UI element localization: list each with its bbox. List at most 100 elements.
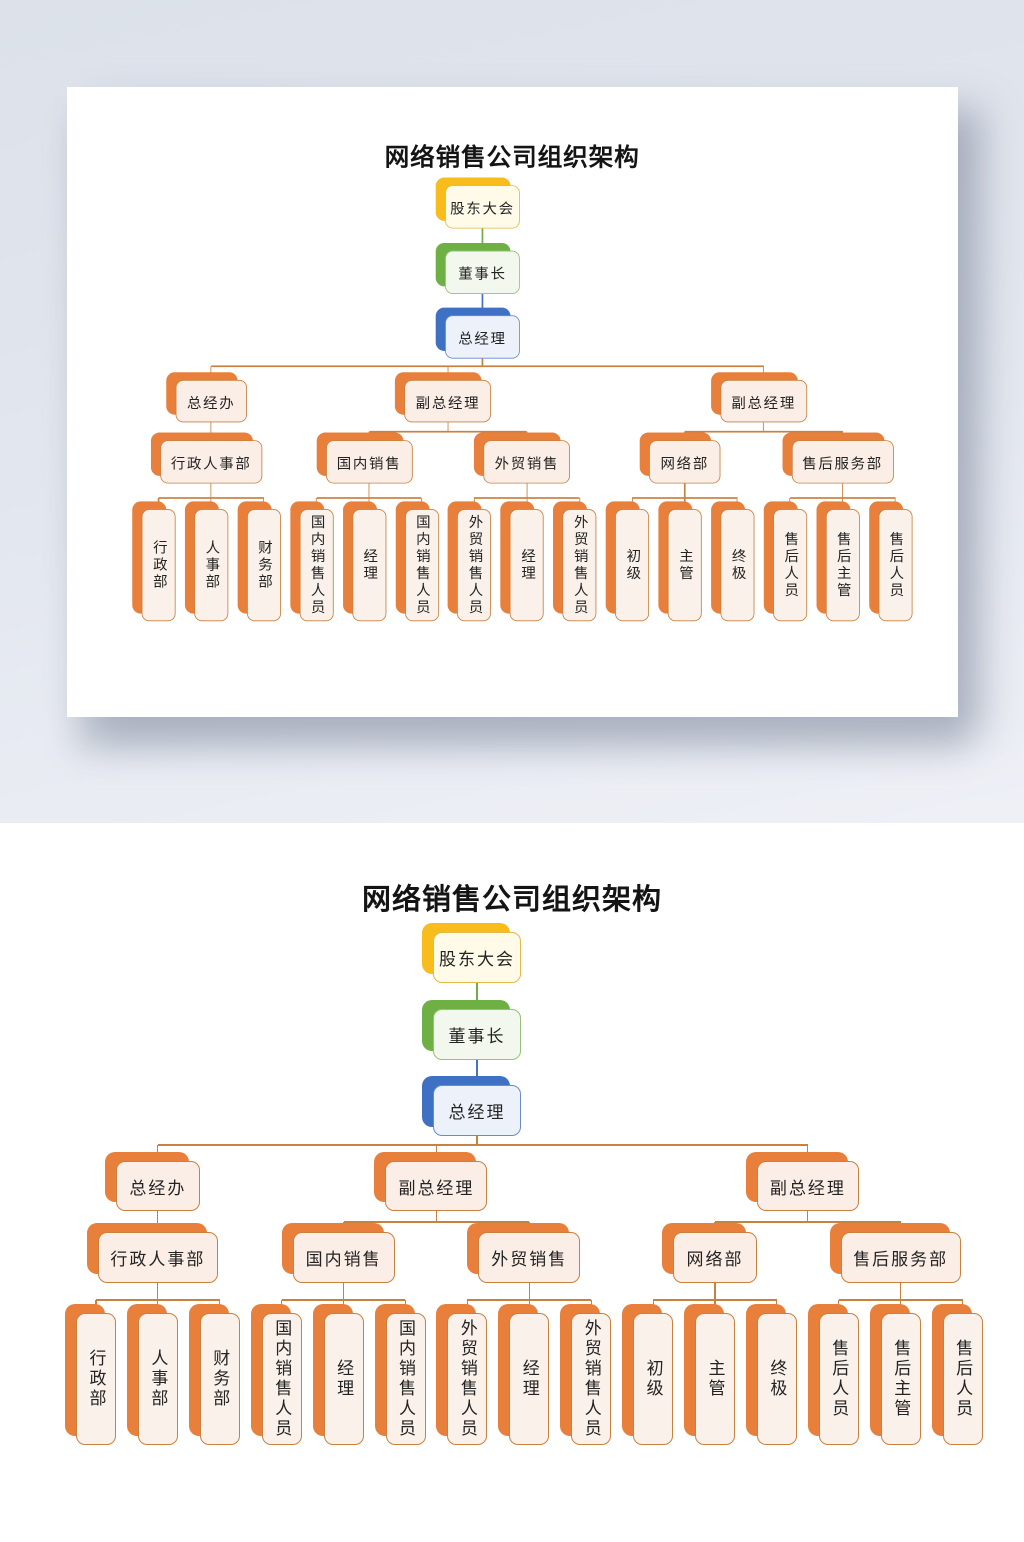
org-node: 行政人事部 <box>86 1223 218 1283</box>
org-node: 财务部 <box>188 1304 240 1445</box>
org-node: 售后服务部 <box>782 432 894 484</box>
org-node: 副总经理 <box>710 372 808 423</box>
chart-title: 网络销售公司组织架构 <box>361 884 662 916</box>
org-node: 总经理 <box>435 307 520 359</box>
connector-line <box>210 422 212 441</box>
node-label: 经理 <box>323 1313 364 1445</box>
org-node: 总经办 <box>104 1152 200 1211</box>
org-node: 行政部 <box>65 1304 116 1445</box>
connector-line <box>842 483 844 498</box>
connector-line <box>447 422 449 432</box>
org-node: 国内销售人员 <box>290 501 334 622</box>
connector-line <box>343 1283 345 1300</box>
org-node: 售后主管 <box>869 1304 921 1445</box>
connector-line <box>481 358 483 367</box>
node-label: 人事部 <box>194 509 229 622</box>
node-label: 售后服务部 <box>791 440 894 484</box>
connector-line <box>210 483 212 498</box>
org-node: 外贸销售人员 <box>560 1304 612 1445</box>
node-label: 国内销售人员 <box>299 509 334 622</box>
node-label: 外贸销售 <box>483 440 571 484</box>
connector-line <box>481 228 484 251</box>
node-label: 初级 <box>615 509 650 622</box>
node-label: 外贸销售 <box>478 1232 581 1283</box>
connector-line <box>684 431 843 433</box>
org-node: 国内销售人员 <box>374 1304 426 1445</box>
org-node: 经理 <box>498 1304 550 1445</box>
node-label: 外贸销售人员 <box>457 509 492 622</box>
connector-line <box>158 497 264 499</box>
connector-line <box>467 1299 592 1301</box>
node-label: 副总经理 <box>720 379 808 423</box>
org-node: 售后人员 <box>931 1304 983 1445</box>
node-label: 股东大会 <box>445 185 520 229</box>
org-node: 股东大会 <box>422 923 521 983</box>
connector-line <box>343 1221 530 1223</box>
org-node: 主管 <box>684 1304 735 1445</box>
node-label: 售后人员 <box>878 509 913 622</box>
org-node: 董事长 <box>422 1000 521 1060</box>
node-label: 副总经理 <box>385 1161 488 1211</box>
org-node: 网络部 <box>639 432 721 484</box>
node-label: 副总经理 <box>756 1161 859 1211</box>
org-node: 副总经理 <box>395 372 492 423</box>
connector-line <box>714 1283 716 1300</box>
node-label: 经理 <box>509 1313 550 1445</box>
connector-line <box>476 1136 478 1145</box>
connector-line <box>281 1299 406 1301</box>
org-node: 外贸销售 <box>474 432 571 484</box>
full-chart-section: 网络销售公司组织架构 股东大会董事长总经理总经办行政人事部行政部人事部财务部副总… <box>0 823 1024 1542</box>
node-label: 董事长 <box>445 250 520 294</box>
node-label: 行政部 <box>76 1313 116 1445</box>
connector-line <box>481 294 484 316</box>
connector-line <box>838 1299 963 1301</box>
node-label: 国内销售人员 <box>404 509 439 622</box>
node-label: 国内销售 <box>292 1232 395 1283</box>
node-label: 售后服务部 <box>840 1232 961 1283</box>
node-label: 售后人员 <box>772 509 807 622</box>
connector-line <box>316 497 422 499</box>
node-label: 行政人事部 <box>160 440 263 484</box>
node-label: 售后主管 <box>825 509 860 622</box>
org-node: 初级 <box>605 501 650 622</box>
org-node: 股东大会 <box>435 177 520 229</box>
node-label: 国内销售人员 <box>261 1313 302 1445</box>
org-node: 售后主管 <box>816 501 860 622</box>
preview-card: 网络销售公司组织架构 股东大会董事长总经理总经办行政人事部行政部人事部财务部副总… <box>67 87 958 717</box>
node-label: 主管 <box>695 1313 735 1445</box>
node-label: 总经理 <box>445 315 520 359</box>
node-label: 售后人员 <box>942 1313 983 1445</box>
connector-line <box>157 1144 808 1146</box>
org-node: 行政部 <box>132 501 176 622</box>
org-node: 售后服务部 <box>829 1223 961 1283</box>
node-label: 经理 <box>352 509 387 622</box>
connector-line <box>368 483 370 498</box>
connector-line <box>789 497 896 499</box>
connector-line <box>96 1299 220 1301</box>
node-label: 外贸销售人员 <box>447 1313 488 1445</box>
org-node: 副总经理 <box>745 1152 859 1211</box>
node-label: 副总经理 <box>404 379 492 423</box>
node-label: 终极 <box>720 509 755 622</box>
node-label: 网络部 <box>673 1232 757 1283</box>
org-node: 初级 <box>622 1304 674 1445</box>
connector-line <box>807 1211 809 1222</box>
node-label: 外贸销售人员 <box>562 509 597 622</box>
connector-line <box>474 497 580 499</box>
org-node: 副总经理 <box>374 1152 488 1211</box>
org-node: 售后人员 <box>763 501 807 622</box>
org-node: 外贸销售人员 <box>553 501 597 622</box>
node-label: 股东大会 <box>433 932 521 983</box>
node-label: 主管 <box>667 509 702 622</box>
org-node: 国内销售人员 <box>395 501 439 622</box>
org-node: 外贸销售 <box>467 1223 581 1283</box>
node-label: 经理 <box>509 509 544 622</box>
node-label: 董事长 <box>433 1009 521 1060</box>
org-node: 主管 <box>658 501 702 622</box>
node-label: 财务部 <box>199 1313 240 1445</box>
org-node: 国内销售人员 <box>250 1304 302 1445</box>
node-label: 人事部 <box>137 1313 178 1445</box>
connector-line <box>157 1211 159 1232</box>
org-node: 人事部 <box>126 1304 178 1445</box>
node-label: 网络部 <box>649 440 721 484</box>
